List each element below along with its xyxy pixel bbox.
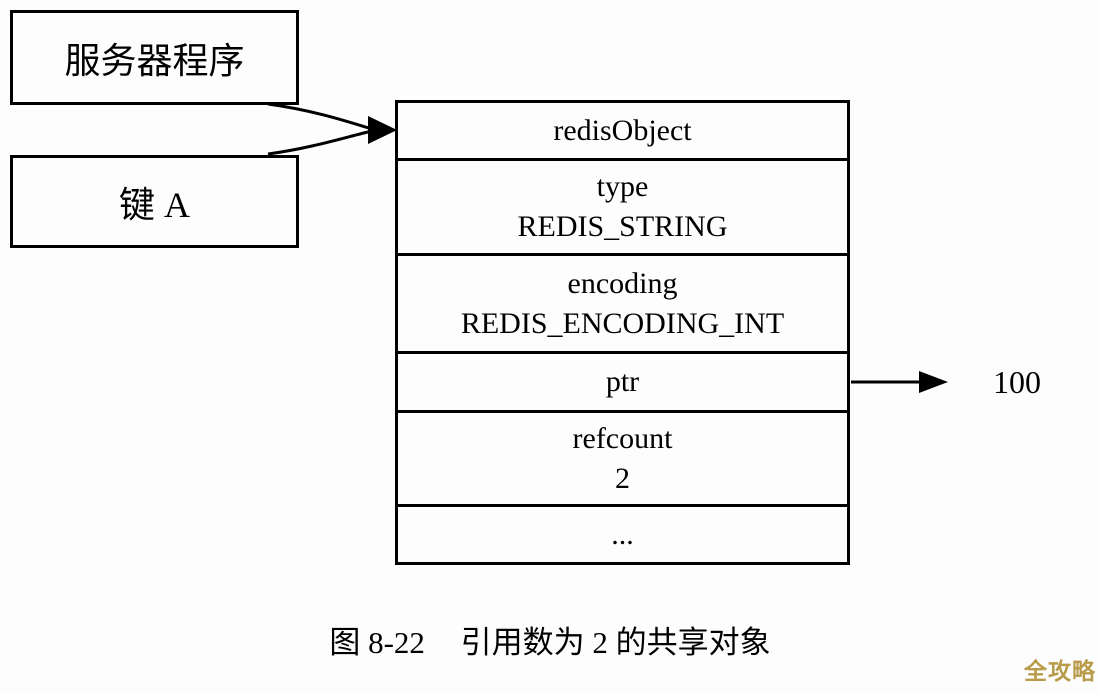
ptr-arrowhead-icon [919, 371, 948, 393]
figure-caption-number: 图 8-22 [329, 625, 425, 660]
merge-arrowhead-icon [368, 116, 397, 144]
refcount-field-value: 2 [615, 461, 630, 495]
type-field-label: type [596, 170, 649, 203]
key-a-box: 键 A [10, 155, 299, 248]
watermark-text: 全攻略 [1024, 658, 1096, 684]
arrow-from-server-program [267, 102, 373, 131]
arrow-from-key-a [267, 129, 373, 156]
redis-object-header: redisObject [553, 113, 692, 147]
refcount-row: refcount 2 [398, 410, 847, 504]
figure-caption-title: 引用数为 2 的共享对象 [460, 625, 771, 660]
figure-caption: 图 8-22 引用数为 2 的共享对象 [0, 617, 1100, 662]
redis-object-header-row: redisObject [398, 103, 847, 158]
ellipsis-label: ... [611, 517, 634, 551]
ptr-row: ptr [398, 351, 847, 410]
ptr-field-label: ptr [605, 365, 640, 398]
type-field-value: REDIS_STRING [517, 210, 728, 243]
server-program-box: 服务器程序 [10, 10, 299, 105]
key-a-label: 键 A [119, 184, 190, 225]
ptr-target-value: 100 [993, 364, 1041, 400]
type-row: type REDIS_STRING [398, 158, 847, 253]
refcount-field-label: refcount [572, 421, 673, 455]
encoding-field-value: REDIS_ENCODING_INT [460, 306, 785, 340]
server-program-label: 服务器程序 [64, 40, 245, 81]
encoding-row: encoding REDIS_ENCODING_INT [398, 253, 847, 351]
ellipsis-row: ... [398, 504, 847, 562]
redis-object-table: redisObject type REDIS_STRING encoding R… [395, 100, 850, 565]
encoding-field-label: encoding [567, 266, 678, 300]
